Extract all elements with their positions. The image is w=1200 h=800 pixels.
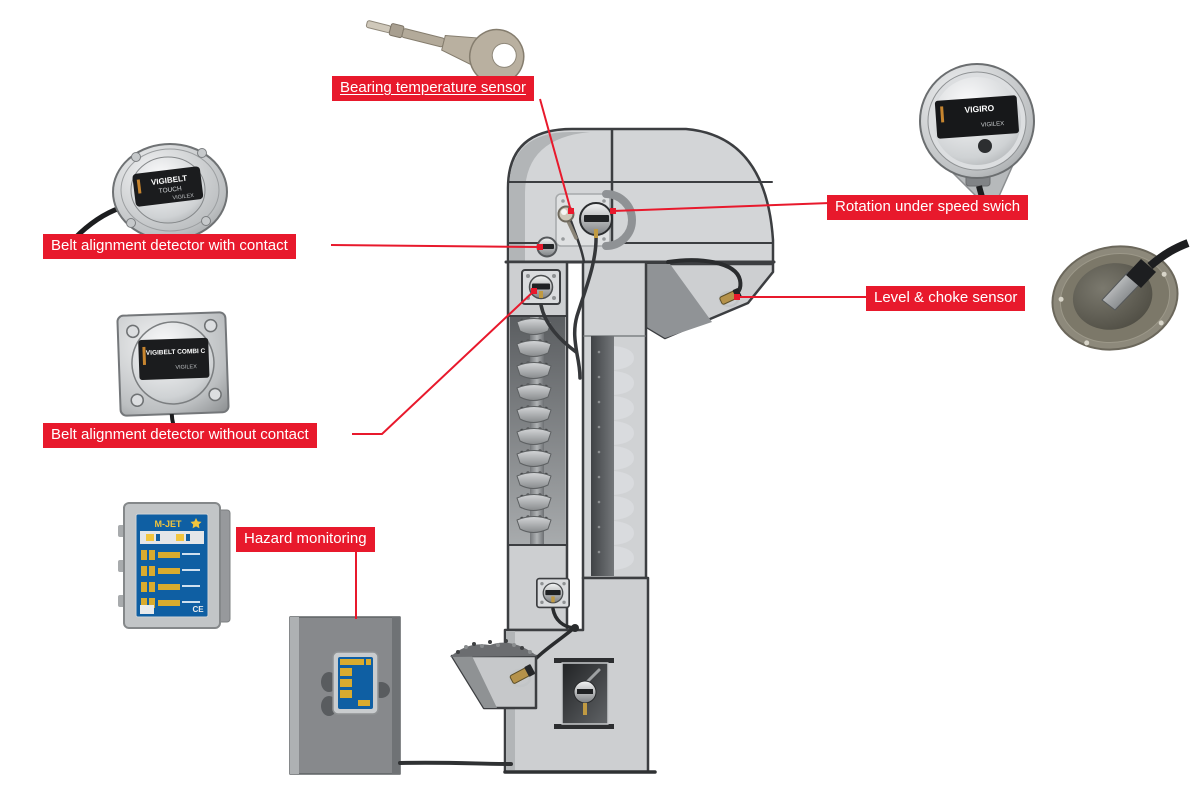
belt-combi-sensor-image: VIGIBELT COMBI C VIGILEX (116, 311, 230, 437)
bearing-cable (569, 219, 586, 264)
switch-cable (572, 233, 598, 380)
line-rotation (612, 202, 831, 212)
combi-sub-text: VIGILEX (175, 364, 197, 371)
callout-belt-with-contact: Belt alignment detector with contact (43, 234, 296, 259)
hopper-level-sensor (508, 664, 536, 688)
touch-sub-text: VIGILEX (172, 193, 194, 202)
touch-brand-text: VIGIBELT (151, 174, 188, 187)
callout-belt-with-contact-text: Belt alignment detector with contact (51, 237, 288, 254)
callout-belt-without-contact-text: Belt alignment detector without contact (51, 426, 309, 443)
vigiro-brand-text: VIGIRO (964, 103, 995, 115)
bearing-temp-probe-image (365, 20, 525, 85)
head-sensors (521, 190, 636, 380)
feed-hopper (450, 639, 538, 710)
rotation-switch-on-head (579, 202, 613, 238)
boot-flange-sensor (535, 577, 571, 609)
hazard-monitor-panel-image: M-JET CE (118, 502, 231, 629)
vigiro-sub-text: VIGILEX (981, 121, 1005, 129)
callout-rotation-switch-text: Rotation under speed swich (835, 198, 1021, 215)
level-choke-sensor-image (1051, 239, 1190, 351)
belt-no-contact-sensor-on-leg (521, 269, 578, 354)
discharge-chute (638, 258, 775, 340)
callout-bearing-temperature: Bearing temperature sensor (332, 76, 534, 101)
line-belt-no-contact (352, 290, 535, 435)
ground-cable (398, 760, 513, 766)
bucket-elevator-illustration (289, 127, 776, 775)
combi-brand-text: VIGIBELT COMBI C (146, 348, 206, 357)
callout-lines (330, 98, 868, 619)
mjet-star-icon (190, 518, 202, 529)
hazard-monitoring-cabinet (289, 616, 513, 775)
rotation-sensor-image: VIGIRO VIGILEX (919, 63, 1035, 215)
callout-level-choke: Level & choke sensor (866, 286, 1026, 311)
touch-model-text: TOUCH (158, 185, 182, 195)
callout-rotation-switch: Rotation under speed swich (827, 195, 1029, 220)
callout-bearing-temperature-text: Bearing temperature sensor (340, 79, 526, 96)
right-leg (581, 260, 648, 580)
mjet-indicator-rows (141, 550, 200, 608)
elevator-boot (450, 576, 657, 774)
callout-belt-without-contact: Belt alignment detector without contact (43, 423, 317, 448)
line-belt-contact (330, 244, 541, 248)
mjet-ce-text: CE (192, 605, 204, 614)
inspection-window (554, 658, 614, 729)
left-leg (506, 260, 569, 632)
callout-hazard-monitoring: Hazard monitoring (236, 527, 375, 552)
mjet-title-text: M-JET (155, 519, 183, 529)
callout-hazard-monitoring-text: Hazard monitoring (244, 530, 367, 547)
callout-level-choke-text: Level & choke sensor (874, 289, 1018, 306)
line-bearing-temp (539, 98, 572, 212)
belt-touch-sensor-image: VIGIBELT TOUCH VIGILEX (73, 143, 228, 241)
